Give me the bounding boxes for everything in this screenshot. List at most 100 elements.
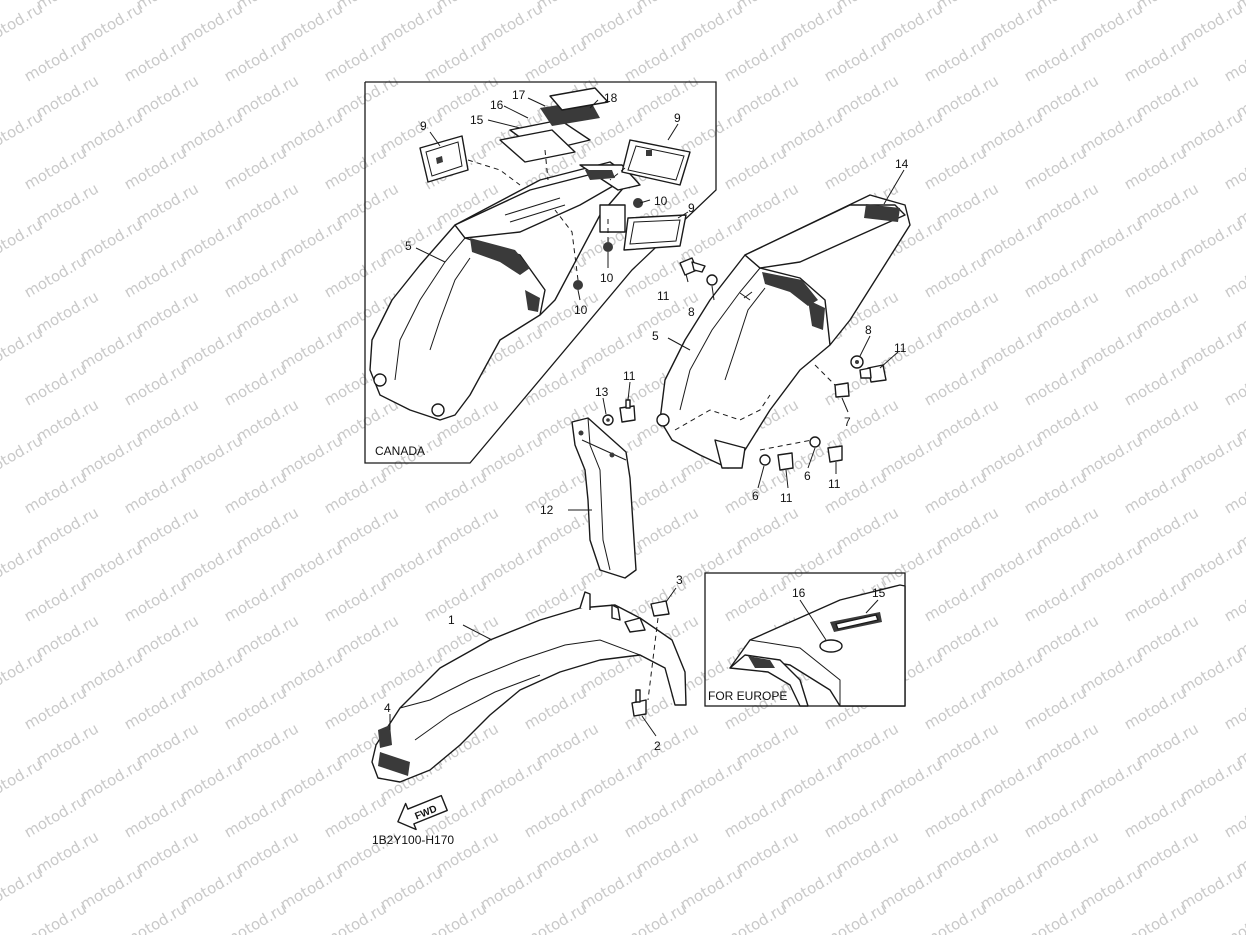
watermark-text: motod.ru bbox=[921, 575, 990, 625]
watermark-text: motod.ru bbox=[633, 503, 702, 553]
watermark-text: motod.ru bbox=[77, 107, 146, 157]
watermark-text: motod.ru bbox=[321, 251, 390, 301]
watermark-text: motod.ru bbox=[1133, 179, 1202, 229]
watermark-text: motod.ru bbox=[177, 755, 246, 805]
watermark-text: motod.ru bbox=[33, 611, 102, 661]
watermark-text: motod.ru bbox=[77, 323, 146, 373]
watermark-text: motod.ru bbox=[133, 71, 202, 121]
watermark-text: motod.ru bbox=[877, 0, 946, 49]
watermark-text: motod.ru bbox=[1221, 251, 1246, 301]
watermark-text: motod.ru bbox=[77, 431, 146, 481]
watermark-text: motod.ru bbox=[821, 143, 890, 193]
watermark-text: motod.ru bbox=[233, 287, 302, 337]
watermark-text: motod.ru bbox=[0, 107, 46, 157]
watermark-text: motod.ru bbox=[1177, 431, 1246, 481]
callout-16-canada: 16 bbox=[490, 98, 504, 112]
watermark-text: motod.ru bbox=[833, 719, 902, 769]
watermark-text: motod.ru bbox=[0, 179, 2, 229]
europe-label: FOR EUROPE bbox=[708, 689, 787, 703]
watermark-text: motod.ru bbox=[0, 287, 2, 337]
watermark-text: motod.ru bbox=[221, 791, 290, 841]
watermark-text: motod.ru bbox=[521, 683, 590, 733]
watermark-text: motod.ru bbox=[877, 431, 946, 481]
watermark-text: motod.ru bbox=[177, 0, 246, 49]
watermark-text: motod.ru bbox=[21, 899, 90, 935]
watermark-text: motod.ru bbox=[921, 35, 990, 85]
watermark-text: motod.ru bbox=[533, 719, 602, 769]
watermark-text: motod.ru bbox=[221, 143, 290, 193]
watermark-text: motod.ru bbox=[877, 539, 946, 589]
watermark-text: motod.ru bbox=[233, 395, 302, 445]
watermark-text: motod.ru bbox=[477, 0, 546, 49]
watermark-text: motod.ru bbox=[577, 323, 646, 373]
watermark-text: motod.ru bbox=[177, 323, 246, 373]
callout-12: 12 bbox=[540, 503, 554, 517]
watermark-text: motod.ru bbox=[33, 503, 102, 553]
watermark-text: motod.ru bbox=[121, 143, 190, 193]
watermark-text: motod.ru bbox=[133, 719, 202, 769]
decal-16-europe bbox=[819, 639, 843, 653]
watermark-text: motod.ru bbox=[1177, 755, 1246, 805]
canada-inset: CANADA bbox=[364, 81, 717, 464]
watermark-text: motod.ru bbox=[677, 755, 746, 805]
watermark-text: motod.ru bbox=[677, 539, 746, 589]
watermark-text: motod.ru bbox=[233, 827, 302, 877]
watermark-text: motod.ru bbox=[21, 251, 90, 301]
canada-decals bbox=[499, 87, 609, 163]
watermark-text: motod.ru bbox=[333, 503, 402, 553]
watermark-text: motod.ru bbox=[1221, 143, 1246, 193]
callout-2: 2 bbox=[654, 739, 661, 753]
watermark-text: motod.ru bbox=[933, 71, 1002, 121]
callout-11-flap: 11 bbox=[623, 369, 636, 383]
watermark-text: motod.ru bbox=[1021, 899, 1090, 935]
watermark-text: motod.ru bbox=[921, 899, 990, 935]
bolt-2 bbox=[631, 689, 647, 717]
watermark-text: motod.ru bbox=[1033, 395, 1102, 445]
watermark-text: motod.ru bbox=[121, 899, 190, 935]
callout-6-left: 6 bbox=[752, 489, 759, 503]
watermark-text: motod.ru bbox=[221, 35, 290, 85]
callout-7: 7 bbox=[844, 415, 851, 429]
watermark-text: motod.ru bbox=[521, 35, 590, 85]
watermark-text: motod.ru bbox=[377, 863, 446, 913]
watermark-text: motod.ru bbox=[1221, 467, 1246, 517]
watermark-text: motod.ru bbox=[633, 719, 702, 769]
watermark-text: motod.ru bbox=[477, 539, 546, 589]
watermark-text: motod.ru bbox=[977, 647, 1046, 697]
watermark-text: motod.ru bbox=[333, 71, 402, 121]
watermark-text: motod.ru bbox=[1033, 179, 1102, 229]
watermark-text: motod.ru bbox=[21, 467, 90, 517]
watermark-text: motod.ru bbox=[721, 899, 790, 935]
collar-7 bbox=[834, 382, 850, 398]
watermark-text: motod.ru bbox=[977, 863, 1046, 913]
watermark-text: motod.ru bbox=[777, 107, 846, 157]
washer-6-left bbox=[759, 454, 771, 466]
watermark-text: motod.ru bbox=[321, 35, 390, 85]
watermark-text: motod.ru bbox=[433, 71, 502, 121]
watermark-text: motod.ru bbox=[733, 503, 802, 553]
washer-8-left bbox=[706, 274, 718, 286]
watermark-text: motod.ru bbox=[121, 791, 190, 841]
watermark-text: motod.ru bbox=[877, 323, 946, 373]
watermark-text: motod.ru bbox=[21, 359, 90, 409]
callout-13: 13 bbox=[595, 385, 609, 399]
watermark-text: motod.ru bbox=[277, 863, 346, 913]
watermark-text: motod.ru bbox=[0, 863, 46, 913]
watermark-text: motod.ru bbox=[977, 215, 1046, 265]
watermark-text: motod.ru bbox=[321, 575, 390, 625]
reflector-left bbox=[419, 135, 469, 183]
watermark-text: motod.ru bbox=[221, 359, 290, 409]
watermark-text: motod.ru bbox=[977, 107, 1046, 157]
watermark-text: motod.ru bbox=[0, 719, 2, 769]
watermark-text: motod.ru bbox=[577, 863, 646, 913]
watermark-text: motod.ru bbox=[333, 395, 402, 445]
watermark-text: motod.ru bbox=[477, 755, 546, 805]
nut-10-a bbox=[633, 198, 643, 208]
callout-1: 1 bbox=[448, 613, 455, 627]
watermark-text: motod.ru bbox=[1221, 359, 1246, 409]
watermark-text: motod.ru bbox=[1177, 323, 1246, 373]
watermark-text: motod.ru bbox=[77, 539, 146, 589]
watermark-text: motod.ru bbox=[33, 827, 102, 877]
watermark-text: motod.ru bbox=[1021, 251, 1090, 301]
callout-9-side: 9 bbox=[688, 201, 695, 215]
